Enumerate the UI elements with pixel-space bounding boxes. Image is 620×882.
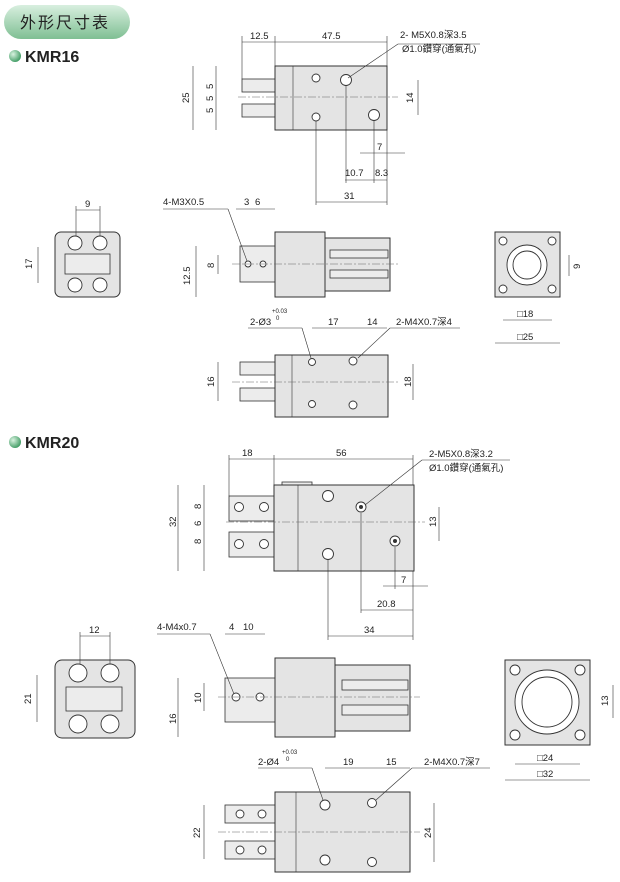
dim-right-9: 9 [572,264,583,269]
dim-10-7: 10.7 [345,168,364,179]
tolerance-upper: +0.03 [282,750,298,756]
kmr16-top-view: 12.5 47.5 2- M5X0.8深3.5 Ø1.0鑽穿(通氣孔) 25 5… [181,30,480,205]
kmr16-bottom-view: 2-Ø3 +0.03 0 17 14 2-M4X0.7深4 16 18 [206,309,460,418]
tolerance-lower: 0 [276,316,280,322]
dim-right-24: □24 [537,753,553,764]
dim-front-4: 4 [229,622,234,633]
note-port-thread: 2-M5X0.8深3.2 [429,449,493,460]
kmr16-front-view: 4-M3X0.5 3 6 8 12.5 [163,197,400,298]
dim-body-length: 56 [336,448,347,459]
dim-front-10: 10 [243,622,254,633]
bullet-icon [9,50,21,62]
dim-finger-gap: 6 [193,521,204,526]
dim-bottom-14: 14 [367,317,378,328]
dim-34: 34 [364,625,375,636]
dim-7: 7 [377,142,382,153]
dim-finger-length: 18 [242,448,253,459]
dim-front-12-5: 12.5 [182,267,193,286]
dim-front-8: 8 [206,263,217,268]
note-vent-hole: Ø1.0鑽穿(通氣孔) [402,43,476,55]
dim-20-8: 20.8 [377,599,396,610]
front-thread-note: 4-M3X0.5 [163,197,204,208]
section-header: 外形尺寸表 [4,5,130,39]
kmr20-top-view: 18 56 2-M5X0.8深3.2 Ø1.0鑽穿(通氣孔) 32 8 6 8 … [168,448,510,640]
note-vent-hole: Ø1.0鑽穿(通氣孔) [429,462,503,474]
dim-finger-1: 8 [193,504,204,509]
dim-side-height: 21 [23,693,34,704]
header-title: 外形尺寸表 [20,13,110,32]
dim-side-width: 9 [85,199,90,210]
dim-bottom-18: 18 [403,376,414,387]
dim-finger-2: 8 [193,539,204,544]
kmr16-title: KMR16 [25,49,79,66]
dim-front-6: 6 [255,197,260,208]
dim-front-3: 3 [244,197,249,208]
dim-front-16: 16 [168,713,179,724]
dim-right-18: □18 [517,309,533,320]
dim-bottom-16: 16 [206,376,217,387]
dim-side-height: 17 [24,258,35,269]
kmr16-right-view: 9 □18 □25 [494,231,583,344]
dim-body-length: 47.5 [322,31,341,42]
dim-port-spacing: 13 [428,516,439,527]
kmr16-side-view: 9 17 [24,199,121,298]
dim-bottom-17: 17 [328,317,339,328]
front-thread-note: 4-M4x0.7 [157,622,197,633]
bottom-hole-note: 2-Ø3 [250,317,271,328]
dim-8-3: 8.3 [375,168,388,179]
tolerance-upper: +0.03 [272,309,288,315]
dim-finger-length: 12.5 [250,31,269,42]
dim-31: 31 [344,191,355,202]
kmr20-title: KMR20 [25,435,79,452]
dim-bottom-24: 24 [423,827,434,838]
dim-height: 25 [181,92,192,103]
dim-7: 7 [401,575,406,586]
dim-bottom-22: 22 [192,827,203,838]
dim-right-32: □32 [537,769,553,780]
dim-bottom-15: 15 [386,757,397,768]
dim-front-10-height: 10 [193,692,204,703]
kmr20-bottom-view: 2-Ø4 +0.03 0 19 15 2-M4X0.7深7 22 24 [192,750,490,873]
kmr20-side-view: 12 21 [23,625,136,739]
bullet-icon [9,436,21,448]
note-port-thread: 2- M5X0.8深3.5 [400,30,467,41]
dim-right-13: 13 [600,695,611,706]
dim-bottom-19: 19 [343,757,354,768]
dim-right-25: □25 [517,332,533,343]
dim-side-width: 12 [89,625,100,636]
bottom-hole-note: 2-Ø4 [258,757,279,768]
kmr20-right-view: 13 □24 □32 [504,659,614,781]
tolerance-lower: 0 [286,757,290,763]
dim-finger-2: 5 [205,108,216,113]
dim-finger-1: 5 [205,84,216,89]
bottom-thread-note: 2-M4X0.7深4 [396,317,452,328]
bottom-thread-note: 2-M4X0.7深7 [424,757,480,768]
dim-finger-gap: 5 [205,96,216,101]
dim-height: 32 [168,516,179,527]
kmr20-front-view: 4-M4x0.7 4 10 10 16 [157,622,420,738]
dim-port-spacing: 14 [405,92,416,103]
